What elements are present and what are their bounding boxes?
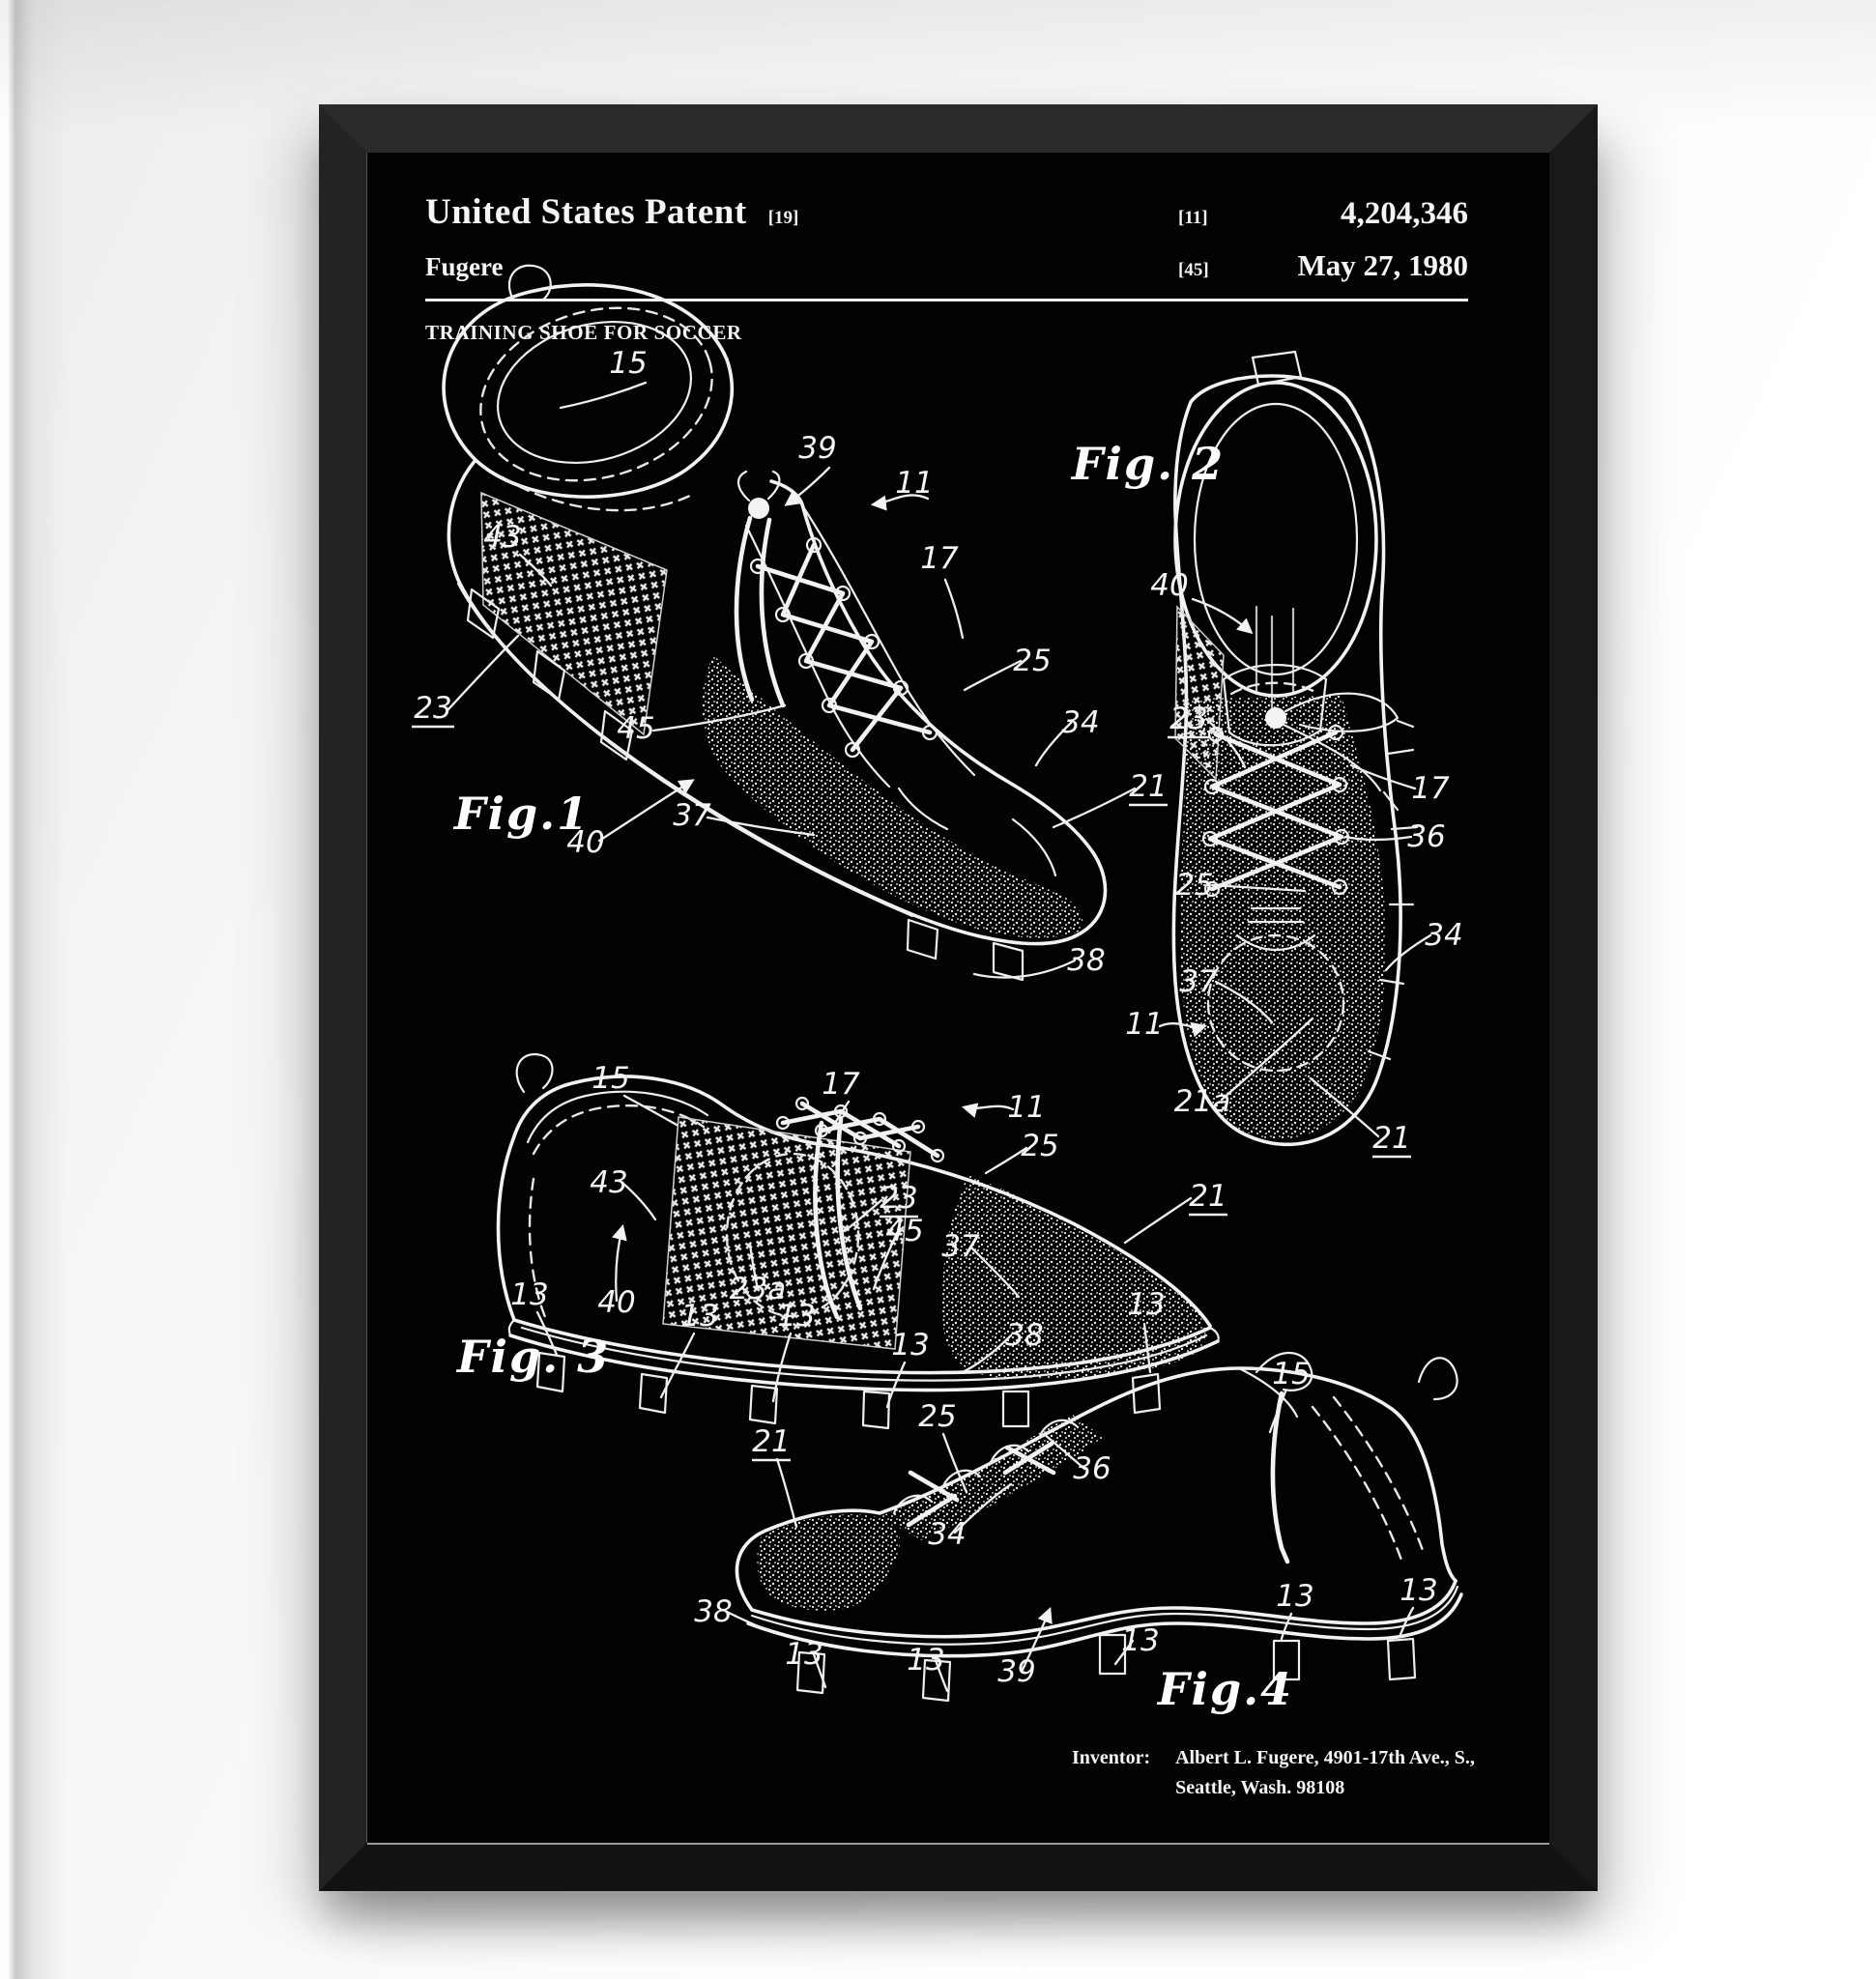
inventor-block: Inventor: Albert L. Fugere, 4901-17th Av… xyxy=(1072,1743,1475,1803)
fig3-caption: Fig. 3 xyxy=(455,1331,610,1383)
fig1-label-37: 37 xyxy=(673,798,711,833)
fig2-label-21: 21 xyxy=(1372,1121,1410,1156)
fig3-label-13c: 13 xyxy=(777,1299,815,1334)
fig4-label-38: 38 xyxy=(694,1594,732,1629)
fig4-label-13b: 13 xyxy=(907,1643,944,1678)
fig1-caption: Fig.1 xyxy=(452,788,590,840)
inventor-label: Inventor: xyxy=(1072,1743,1150,1803)
fig3-label-37: 37 xyxy=(941,1229,980,1264)
fig2-label-25: 25 xyxy=(1175,868,1213,903)
fig3-label-13a: 13 xyxy=(510,1277,548,1312)
fig2-caption: Fig. 2 xyxy=(1070,438,1225,490)
fig3-label-38: 38 xyxy=(1005,1318,1043,1353)
fig4-label-15: 15 xyxy=(1272,1357,1310,1391)
fig4-label-34: 34 xyxy=(928,1517,966,1552)
fig1-label-34: 34 xyxy=(1061,705,1099,740)
fig1-label-38: 38 xyxy=(1067,943,1105,978)
fig4-label-39: 39 xyxy=(997,1654,1035,1689)
fig1-label-11: 11 xyxy=(895,466,933,501)
fig4-label-13d: 13 xyxy=(1276,1579,1313,1614)
fig3-label-21: 21 xyxy=(1189,1179,1227,1214)
fig2-label-23: 23 xyxy=(1169,702,1207,736)
fig4-label-13c: 13 xyxy=(1121,1623,1159,1658)
inventor-line2: Seattle, Wash. 98108 xyxy=(1175,1773,1475,1803)
figure-1-labels: 15 39 11 17 43 23 45 25 34 21 37 40 38 F… xyxy=(412,346,1168,978)
fig2-label-21a: 21a xyxy=(1174,1084,1230,1119)
fig4-label-13e: 13 xyxy=(1400,1573,1437,1608)
figure-4-drawing xyxy=(727,1353,1461,1701)
patent-drawing-sheet: 15 39 11 17 43 23 45 25 34 21 37 40 38 F… xyxy=(367,153,1549,1843)
fig2-label-34: 34 xyxy=(1425,918,1462,953)
fig3-label-13d: 13 xyxy=(891,1328,929,1362)
fig4-label-21: 21 xyxy=(752,1424,790,1459)
fig3-label-25: 25 xyxy=(1021,1129,1058,1163)
fig3-label-23: 23 xyxy=(880,1181,917,1216)
fig4-label-36: 36 xyxy=(1073,1451,1111,1486)
inventor-line1: Albert L. Fugere, 4901-17th Ave., S., xyxy=(1175,1743,1475,1773)
fig3-label-13e: 13 xyxy=(1127,1287,1165,1322)
fig2-label-11: 11 xyxy=(1125,1007,1163,1042)
fig2-label-40: 40 xyxy=(1150,568,1188,603)
fig1-label-15: 15 xyxy=(609,346,647,381)
fig3-label-40: 40 xyxy=(597,1285,635,1320)
fig2-label-37: 37 xyxy=(1179,964,1218,999)
patent-poster: United States Patent [19] [11] 4,204,346… xyxy=(367,153,1549,1843)
fig3-label-13b: 13 xyxy=(680,1299,718,1334)
fig4-label-13a: 13 xyxy=(785,1637,823,1672)
fig2-label-17: 17 xyxy=(1411,771,1450,806)
figure-1-drawing xyxy=(444,266,1135,980)
picture-frame: United States Patent [19] [11] 4,204,346… xyxy=(319,104,1598,1891)
fig1-label-23: 23 xyxy=(414,691,451,726)
fig3-label-45: 45 xyxy=(885,1214,923,1248)
fig3-label-17: 17 xyxy=(822,1067,860,1102)
fig1-label-21: 21 xyxy=(1129,769,1167,804)
fig1-label-45: 45 xyxy=(617,711,654,746)
fig4-caption: Fig.4 xyxy=(1156,1663,1293,1715)
fig4-label-25: 25 xyxy=(918,1399,956,1434)
fig3-label-11: 11 xyxy=(1007,1090,1045,1125)
fig1-label-17: 17 xyxy=(920,541,959,576)
fig3-label-15: 15 xyxy=(592,1061,629,1096)
fig1-label-25: 25 xyxy=(1013,644,1051,678)
fig1-label-39: 39 xyxy=(798,431,836,466)
fig3-label-43: 43 xyxy=(590,1165,627,1200)
fig2-label-36: 36 xyxy=(1407,819,1445,854)
fig1-label-43: 43 xyxy=(483,520,521,555)
